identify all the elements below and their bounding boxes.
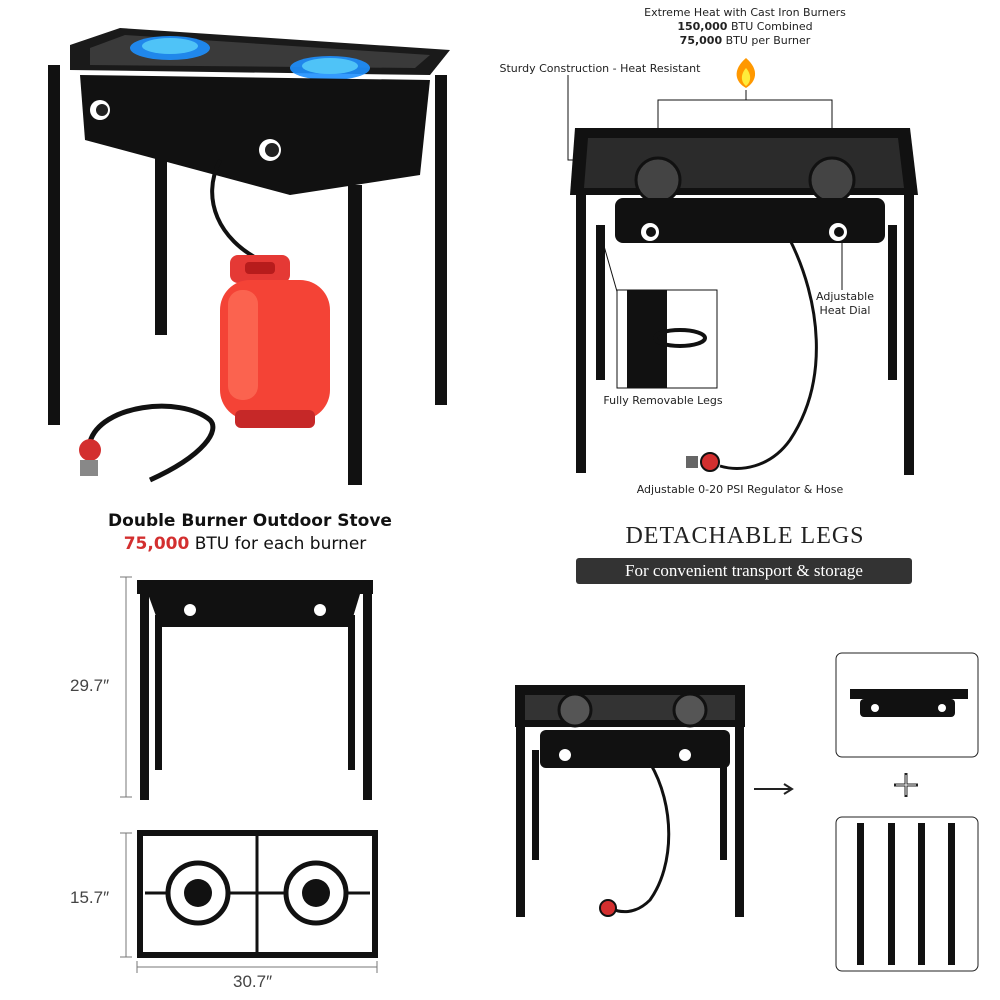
stove-hero-image: [30, 10, 470, 490]
extreme-heat-line2: 150,000 BTU Combined: [620, 20, 870, 34]
detachable-subtitle: For convenient transport & storage: [576, 558, 912, 584]
combined-btu-suffix: BTU Combined: [727, 20, 813, 33]
per-burner-btu: 75,000: [679, 34, 723, 47]
flame-icon: [736, 58, 756, 88]
arrow-right-icon: [754, 783, 794, 795]
height-dimension: 29.7″: [70, 676, 110, 695]
sturdy-callout: Sturdy Construction - Heat Resistant: [499, 62, 701, 75]
stove-hero-drawing: [48, 28, 450, 485]
extreme-heat-line1: Extreme Heat with Cast Iron Burners: [644, 6, 846, 19]
dimensions-panel: Double Burner Outdoor Stove 75,000 BTU f…: [0, 505, 500, 1000]
extreme-heat-line3: 75,000 BTU per Burner: [620, 34, 870, 48]
features-drawing: [567, 58, 918, 475]
btu-value: 75,000: [123, 534, 190, 554]
per-burner-btu-suffix: BTU per Burner: [722, 34, 811, 47]
regulator-callout: Adjustable 0-20 PSI Regulator & Hose: [636, 483, 844, 496]
extreme-heat-callout: Extreme Heat with Cast Iron Burners 150,…: [620, 6, 870, 48]
product-title: Double Burner Outdoor Stove: [108, 511, 392, 531]
depth-dimension: 15.7″: [70, 888, 110, 907]
features-diagram: Extreme Heat with Cast Iron Burners 150,…: [490, 0, 1000, 510]
detachable-title: DETACHABLE LEGS: [625, 523, 865, 549]
btu-suffix: BTU for each burner: [189, 534, 367, 554]
width-dimension: 30.7″: [233, 972, 273, 991]
removable-legs-callout: Fully Removable Legs: [603, 394, 723, 407]
combined-btu: 150,000: [677, 20, 728, 33]
btu-line: 75,000 BTU for each burner: [0, 534, 490, 554]
detachable-drawing: [515, 652, 979, 972]
heat-dial-callout: Adjustable Heat Dial: [816, 290, 874, 317]
plus-icon: [894, 773, 918, 797]
detachable-panel: DETACHABLE LEGS For convenient transport…: [500, 505, 1000, 1000]
dimension-drawing: [120, 576, 378, 973]
